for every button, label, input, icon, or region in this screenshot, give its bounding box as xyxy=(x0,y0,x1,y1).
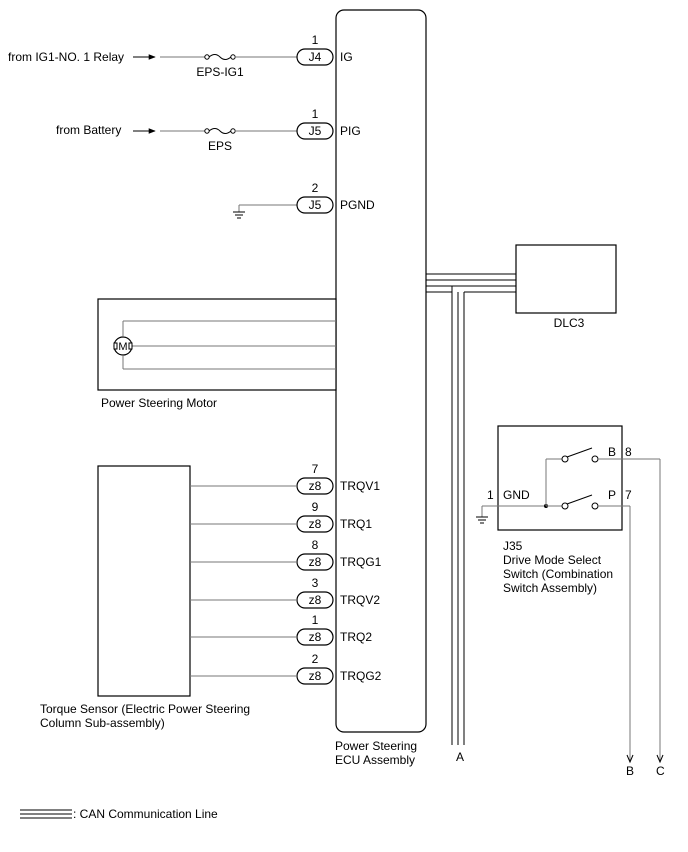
fuse-eps-ig1-label: EPS-IG1 xyxy=(196,65,244,79)
connector-id: J4 xyxy=(309,50,322,64)
connector-pill xyxy=(296,196,334,214)
ecu-connector-5: 8 z8 TRQG1 xyxy=(296,538,382,571)
ecu-pin-number: 2 xyxy=(312,652,319,666)
ecu-terminal-label: TRQV1 xyxy=(340,479,380,493)
switch-name-line2: Switch (Combination xyxy=(503,567,613,581)
ecu-connector-7: 1 z8 TRQ2 xyxy=(296,613,372,646)
torque-sensor-label-line1: Torque Sensor (Electric Power Steering xyxy=(40,702,250,716)
dlc3-box xyxy=(515,244,617,314)
legend-can-line-symbol xyxy=(20,809,72,819)
can-bus xyxy=(426,273,516,745)
connector-id: z8 xyxy=(309,593,322,607)
connector-id: z8 xyxy=(309,479,322,493)
ecu-name-line1: Power Steering xyxy=(335,739,417,753)
torque-sensor-label-line2: Column Sub-assembly) xyxy=(40,716,165,730)
ecu-pin-number: 1 xyxy=(312,107,319,121)
switch-b-label: B xyxy=(608,445,616,459)
switch-contacts xyxy=(476,447,664,764)
switch-name-line1: Drive Mode Select xyxy=(503,553,602,567)
torque-sensor-box xyxy=(97,465,191,697)
dlc3-label: DLC3 xyxy=(554,316,585,330)
ecu-pin-number: 1 xyxy=(312,33,319,47)
ecu-connector-2: 2J5 PGND xyxy=(296,181,375,214)
motor-symbol: M xyxy=(113,336,133,356)
ecu-pin-number: 1 xyxy=(312,613,319,627)
source-battery: from Battery xyxy=(56,123,121,137)
switch-box xyxy=(497,425,623,531)
switch-b-pin: 8 xyxy=(625,445,632,459)
ecu-terminal-label: TRQ1 xyxy=(340,517,372,531)
ref-b: B xyxy=(626,764,634,778)
source-ig1-relay: from IG1-NO. 1 Relay xyxy=(8,50,124,64)
ecu-name-line2: ECU Assembly xyxy=(335,753,415,767)
switch-p-pin: 7 xyxy=(625,488,632,502)
switch-gnd-pin: 1 xyxy=(487,488,494,502)
ecu-terminal-label: IG xyxy=(340,50,353,64)
connector-id: z8 xyxy=(309,630,322,644)
ecu-terminal-label: TRQ2 xyxy=(340,630,372,644)
ref-c: C xyxy=(656,764,665,778)
ecu-connector-1: 1J5 PIG xyxy=(296,107,361,140)
ecu-terminal-label: TRQG1 xyxy=(340,555,382,569)
ecu-connector-3: 7 z8 TRQV1 xyxy=(296,462,380,495)
ground-symbol-pgnd xyxy=(233,211,245,219)
ecu-connector-0: 1J4 IG xyxy=(296,33,353,66)
motor-label: Power Steering Motor xyxy=(101,396,217,410)
legend-label: : CAN Communication Line xyxy=(73,807,218,821)
ecu-pin-number: 2 xyxy=(312,181,319,195)
ecu-connector-8: 2 z8 TRQG2 xyxy=(296,652,382,685)
motor-symbol-letter: M xyxy=(118,341,127,353)
switch-connector: J35 xyxy=(503,539,523,553)
connector-pill xyxy=(296,122,334,140)
fuse-eps-symbol xyxy=(204,128,236,134)
connector-pill xyxy=(296,48,334,66)
connector-id: z8 xyxy=(309,517,322,531)
ecu-connector-6: 3 z8 TRQV2 xyxy=(296,576,380,609)
ecu-terminal-label: TRQG2 xyxy=(340,669,382,683)
ref-a: A xyxy=(456,750,464,764)
ecu-connector-4: 9 z8 TRQ1 xyxy=(296,500,372,533)
ecu-pin-number: 7 xyxy=(312,462,319,476)
ecu-pin-number: 8 xyxy=(312,538,319,552)
ecu-terminal-label: TRQV2 xyxy=(340,593,380,607)
ecu-pin-number: 3 xyxy=(312,576,319,590)
ecu-pin-number: 9 xyxy=(312,500,319,514)
ecu-terminal-label: PGND xyxy=(340,198,375,212)
switch-name-line3: Switch Assembly) xyxy=(503,581,597,595)
connector-id: z8 xyxy=(309,555,322,569)
switch-p-label: P xyxy=(608,488,616,502)
switch-gnd-label: GND xyxy=(503,488,530,502)
motor-box xyxy=(97,298,337,391)
connector-id: J5 xyxy=(309,198,322,212)
fuse-eps-ig1-symbol xyxy=(204,54,236,60)
fuse-eps-label: EPS xyxy=(208,139,232,153)
ecu-terminal-label: PIG xyxy=(340,124,361,138)
connector-id: z8 xyxy=(309,669,322,683)
connector-id: J5 xyxy=(309,124,322,138)
ecu-box xyxy=(335,9,427,733)
